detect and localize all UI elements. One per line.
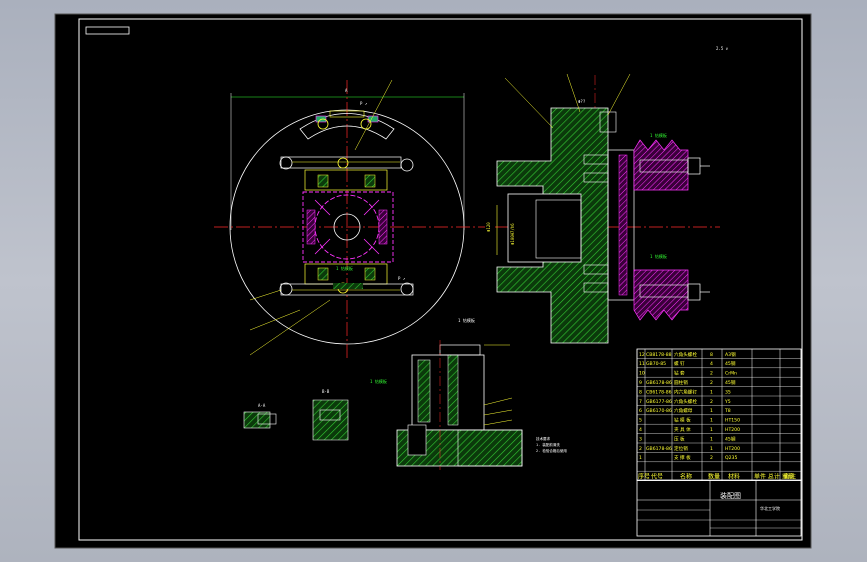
svg-text:A: A bbox=[345, 88, 348, 93]
title-block: 装配图 华北工学院 bbox=[636, 479, 802, 537]
inner-border bbox=[78, 18, 803, 541]
bom-index: 6 bbox=[639, 408, 642, 414]
bom-qty: 1 bbox=[710, 408, 713, 414]
section-view: Φ120 Φ100H7/h6 1 钻模板 bbox=[486, 73, 720, 345]
bom-index: 11 bbox=[639, 361, 645, 367]
bom-index: 12 bbox=[639, 352, 645, 358]
corner-box bbox=[85, 26, 130, 35]
bom-code: GB6170-86 bbox=[646, 408, 672, 414]
bom-material: Y5 bbox=[724, 399, 731, 405]
bom-header: 备注 bbox=[784, 473, 796, 481]
bom-material: HT200 bbox=[725, 427, 740, 433]
bom-header: 名称 bbox=[680, 473, 692, 481]
svg-text:1 钻模板: 1 钻模板 bbox=[650, 253, 667, 259]
bom-name: 圆柱销 bbox=[674, 379, 688, 386]
bom-name: 定位销 bbox=[674, 445, 688, 452]
detail-views: A-A B-B bbox=[243, 389, 349, 441]
bom-name: 螺 钉 bbox=[674, 360, 685, 367]
svg-text:1 钻模板: 1 钻模板 bbox=[458, 317, 475, 323]
bom-material: CrMn bbox=[725, 371, 737, 377]
svg-text:1. 装配前清洗: 1. 装配前清洗 bbox=[536, 442, 560, 447]
bom-index: 2 bbox=[639, 446, 642, 452]
bom-material: A3钢 bbox=[725, 351, 736, 358]
bom-name: 钻 模 板 bbox=[674, 417, 691, 424]
bom-header: 材料 bbox=[728, 473, 740, 481]
bom-code: GB6177-86 bbox=[646, 399, 672, 405]
bom-index: 9 bbox=[639, 380, 642, 386]
bom-name: 支 撑 板 bbox=[674, 454, 691, 461]
bom-header: 数量 bbox=[708, 473, 720, 481]
bom-index: 4 bbox=[639, 427, 642, 433]
bom-name: 夹 具 体 bbox=[674, 426, 691, 433]
bom-material: HT150 bbox=[725, 418, 740, 424]
svg-text:A-A: A-A bbox=[258, 403, 266, 408]
svg-text:P ↗: P ↗ bbox=[398, 276, 405, 281]
bom-qty: 2 bbox=[710, 371, 713, 377]
lower-section: 1 钻模板 1 钻模板 技术要求 1. 装配前清洗 2. 检验合格后使用 bbox=[370, 317, 567, 470]
bom-name: 六角头螺栓 bbox=[674, 351, 697, 358]
top-view: 1 钻模板 P ↗ P ↗ A bbox=[214, 79, 485, 360]
bom-material: Q235 bbox=[725, 455, 737, 461]
svg-text:技术要求: 技术要求 bbox=[536, 436, 550, 441]
bom-qty: 8 bbox=[710, 352, 713, 358]
bom-material: 45钢 bbox=[725, 435, 736, 442]
bom-header: 单件 总计 重量 bbox=[754, 473, 794, 481]
bom-qty: 1 bbox=[710, 436, 713, 442]
bom-qty: 2 bbox=[710, 399, 713, 405]
bom-name: 钻 套 bbox=[674, 370, 685, 377]
svg-text:Φ120: Φ120 bbox=[486, 222, 491, 232]
svg-text:1 钻模板: 1 钻模板 bbox=[336, 265, 353, 271]
svg-text:B-B: B-B bbox=[322, 389, 330, 394]
bom-qty: 1 bbox=[710, 389, 713, 395]
bom-index: 7 bbox=[639, 399, 642, 405]
bom-index: 1 bbox=[639, 455, 642, 461]
bom-name: 六角头螺栓 bbox=[674, 398, 697, 405]
svg-text:1 钻模板: 1 钻模板 bbox=[370, 378, 387, 384]
bom-name: 内六角螺钉 bbox=[674, 388, 697, 395]
svg-text:2. 检验合格后使用: 2. 检验合格后使用 bbox=[536, 448, 567, 453]
drawing-sheet bbox=[54, 13, 812, 549]
bom-name: 压 板 bbox=[674, 435, 685, 442]
bom-qty: 4 bbox=[710, 361, 713, 367]
bom-qty: 1 bbox=[710, 427, 713, 433]
bom-material: 35 bbox=[725, 389, 731, 395]
bom-qty: 1 bbox=[710, 446, 713, 452]
svg-text:Φ100H7/h6: Φ100H7/h6 bbox=[510, 223, 515, 245]
bom-code: GB6178-86 bbox=[646, 380, 672, 386]
bom-material: T8 bbox=[724, 408, 731, 414]
bom-index: 3 bbox=[639, 436, 642, 442]
bom-code: CB6178-86 bbox=[646, 389, 672, 395]
company-name: 华北工学院 bbox=[760, 505, 780, 511]
bom-index: 8 bbox=[639, 389, 642, 395]
bom-index: 10 bbox=[639, 371, 645, 377]
drawing-title: 装配图 bbox=[720, 491, 741, 500]
bom-material: HT200 bbox=[725, 446, 740, 452]
svg-text:P ↗: P ↗ bbox=[360, 101, 367, 106]
bom-code: CB8178-88 bbox=[646, 352, 672, 358]
bom-code: GB6178-86 bbox=[646, 446, 672, 452]
bom-code: GB70-85 bbox=[646, 361, 666, 367]
bom-header: 序号 bbox=[638, 473, 650, 481]
svg-text:Φ??: Φ?? bbox=[578, 99, 586, 104]
bom-qty: 1 bbox=[710, 418, 713, 424]
bom-name: 六角螺母 bbox=[674, 407, 693, 414]
bom-material: 45钢 bbox=[725, 379, 736, 386]
bom-header: 代号 bbox=[651, 473, 663, 481]
roughness-note: 2.5 ∨ bbox=[716, 46, 729, 51]
bom-qty: 2 bbox=[710, 455, 713, 461]
bom-material: 45钢 bbox=[725, 360, 736, 367]
bom-index: 5 bbox=[639, 418, 642, 424]
bom-qty: 2 bbox=[710, 380, 713, 386]
svg-text:1 钻模板: 1 钻模板 bbox=[650, 132, 667, 138]
